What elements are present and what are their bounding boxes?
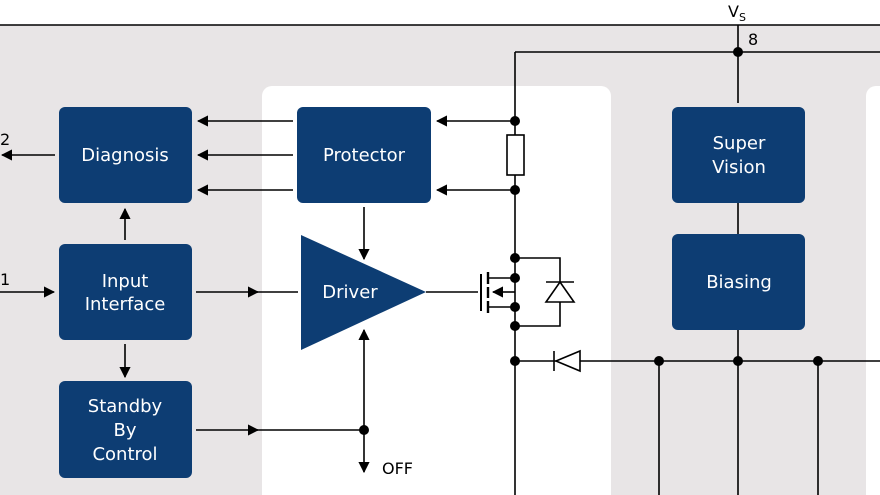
pin-1-label: 1 <box>0 270 10 289</box>
bus-diode <box>553 349 581 373</box>
protector-label: Protector <box>323 145 406 166</box>
off-label: OFF <box>382 459 413 478</box>
standby-label-line1: Standby <box>88 396 163 417</box>
mosfet-node-drain <box>510 273 520 283</box>
diagnosis-block <box>59 107 192 203</box>
pin-2-label: 2 <box>0 130 10 149</box>
mosfet-node-source <box>510 302 520 312</box>
input-interface-label-line2: Interface <box>85 294 166 315</box>
body-diode <box>544 280 576 303</box>
super-vision-label-line1: Super <box>713 133 766 154</box>
input-interface-block <box>59 244 192 340</box>
sense-resistor <box>506 134 525 176</box>
diagnosis-label: Diagnosis <box>81 145 169 166</box>
driver-label: Driver <box>322 282 378 303</box>
standby-label-line3: Control <box>92 444 157 465</box>
supply-pin-number: 8 <box>748 30 758 49</box>
biasing-block <box>672 234 805 330</box>
biasing-label: Biasing <box>706 272 772 293</box>
right-panel <box>866 86 880 495</box>
driver-block <box>301 235 426 350</box>
input-interface-label-line1: Input <box>102 271 149 292</box>
protector-block <box>297 107 431 203</box>
super-vision-block <box>672 107 805 203</box>
super-vision-label-line2: Vision <box>712 157 766 178</box>
supply-label: VS <box>728 2 746 24</box>
standby-block <box>59 381 192 478</box>
standby-label-line2: By <box>113 420 136 441</box>
